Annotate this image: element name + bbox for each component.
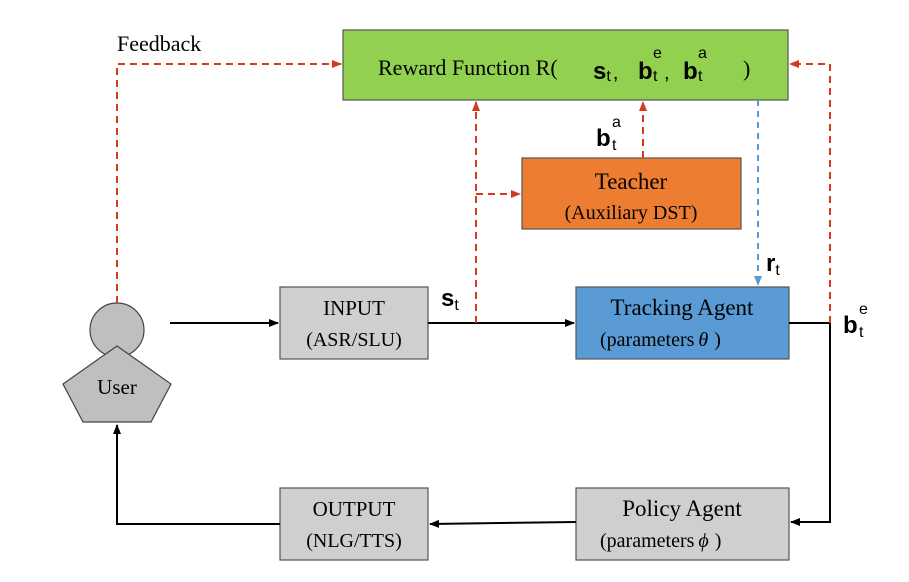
reward-b-t-a: b	[683, 58, 698, 85]
arrow-tracking-to-policy	[789, 322, 831, 526]
label-b-t-a-base: b	[596, 125, 611, 152]
reward-sub-t-a: t	[698, 68, 703, 85]
reward-close-paren: )	[743, 56, 750, 81]
reward-sup-a: a	[698, 45, 707, 62]
user-node: User	[62, 302, 172, 423]
reward-function-text: Reward Function R(	[378, 55, 558, 80]
label-b-t-a-sub: t	[612, 137, 617, 154]
output-box: OUTPUT (NLG/TTS)	[279, 487, 429, 561]
reward-sub-t-e: t	[653, 68, 658, 85]
label-r-t: rt	[766, 250, 780, 279]
arrow-user-feedback-to-reward	[116, 60, 342, 303]
output-subtitle: (NLG/TTS)	[306, 530, 402, 552]
user-body	[62, 345, 172, 423]
input-title: INPUT	[323, 296, 385, 320]
reward-sup-e: e	[653, 45, 662, 62]
label-b-t-a-sup: a	[612, 114, 621, 131]
solid-flow-arrows	[113, 319, 831, 528]
reward-function-title: Reward Function R(	[378, 55, 558, 80]
teacher-rect	[521, 157, 742, 230]
arrow-policy-to-output	[429, 519, 577, 528]
user-label: User	[97, 375, 137, 399]
label-s-t: st	[441, 285, 459, 314]
label-b-t-e-base: b	[843, 312, 858, 339]
reward-function-rect	[342, 29, 789, 101]
reward-function-box: Reward Function R( st, b e t , b a t )	[342, 29, 789, 101]
input-rect	[279, 286, 429, 360]
teacher-box: Teacher (Auxiliary DST)	[521, 157, 742, 230]
reward-s-t: st,	[593, 58, 618, 85]
tracking-agent-title: Tracking Agent	[611, 295, 755, 320]
label-b-t-e-sup: e	[859, 301, 868, 318]
arrow-bte-to-reward	[789, 60, 831, 323]
output-rect	[279, 487, 429, 561]
tracking-agent-rect	[575, 286, 790, 360]
reward-b-t-e: b	[638, 58, 653, 85]
policy-agent-rect	[575, 487, 790, 561]
teacher-title: Teacher	[595, 169, 668, 194]
output-title: OUTPUT	[313, 497, 396, 521]
reward-comma-2: ,	[664, 62, 670, 84]
input-subtitle: (ASR/SLU)	[306, 329, 402, 351]
label-b-t-e-sub: t	[859, 324, 864, 341]
feedback-label: Feedback	[117, 31, 201, 56]
feedback-dashed-arrows	[116, 60, 831, 323]
arrow-output-to-user	[113, 424, 280, 525]
teacher-subtitle: (Auxiliary DST)	[565, 202, 698, 224]
input-box: INPUT (ASR/SLU)	[279, 286, 429, 360]
policy-agent-title: Policy Agent	[622, 496, 742, 521]
